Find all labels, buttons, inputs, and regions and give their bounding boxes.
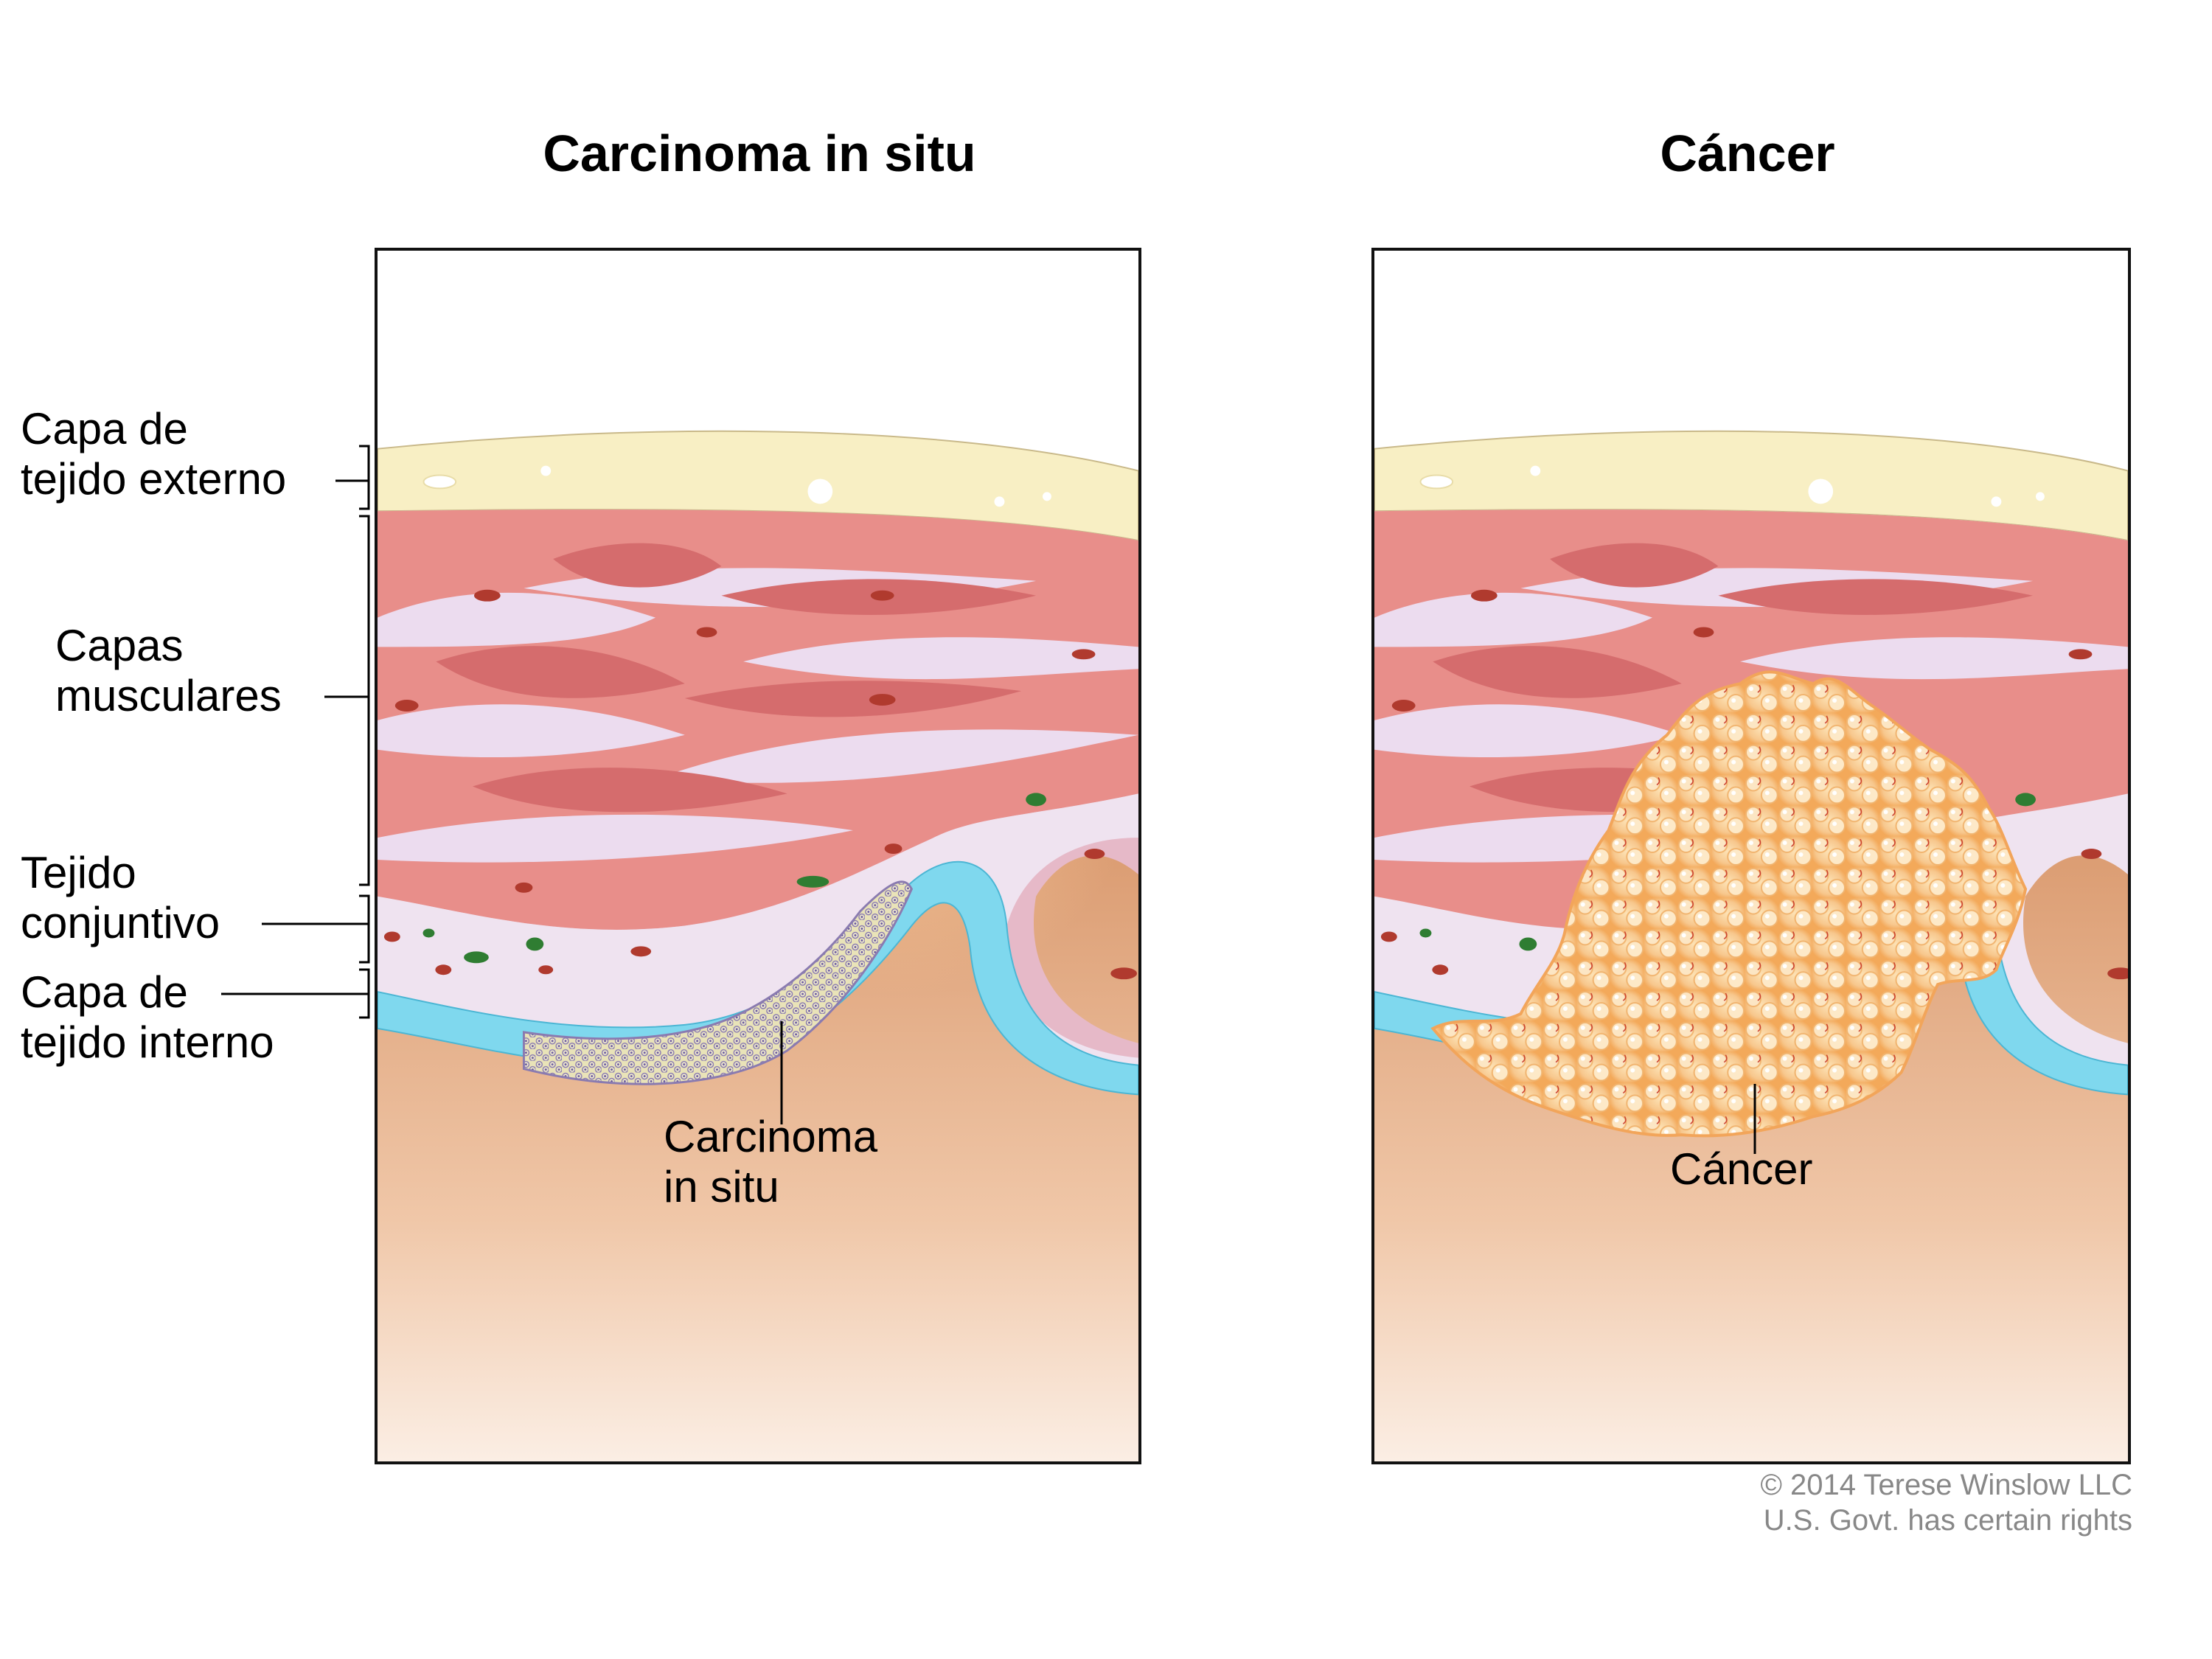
- callout-cancer: Cáncer: [1670, 1144, 1813, 1194]
- label-muscle-line2: musculares: [55, 671, 282, 720]
- blood-cells: [383, 589, 1138, 980]
- bracket-outer-layer: [359, 445, 370, 510]
- label-connective-line1: Tejido: [21, 848, 136, 897]
- connective-tissue: [378, 793, 1138, 1065]
- label-muscle-line1: Capas: [55, 621, 184, 670]
- label-connective-tissue: Tejido conjuntivo: [21, 848, 220, 948]
- credit-line1: © 2014 Terese Winslow LLC: [1760, 1469, 2132, 1501]
- label-inner-line2: tejido interno: [21, 1018, 274, 1067]
- callout-carcinoma-line1: Carcinoma: [664, 1112, 878, 1161]
- label-outer-layer-line1: Capa de: [21, 404, 188, 453]
- title-cancer: Cáncer: [1660, 125, 1835, 182]
- outer-tissue-layer: [378, 430, 1138, 542]
- outer-tissue-layer-right: [1374, 430, 2128, 542]
- label-inner-layer: Capa de tejido interno: [21, 967, 274, 1068]
- title-carcinoma-in-situ: Carcinoma in situ: [543, 125, 976, 182]
- bracket-connective-tissue: [359, 894, 370, 964]
- bracket-inner-layer: [359, 968, 370, 1019]
- green-cells: [422, 793, 1046, 964]
- tissue-illustration-right: [1374, 251, 2128, 1461]
- label-muscle-layers: Capas musculares: [55, 621, 282, 721]
- label-outer-layer: Capa de tejido externo: [21, 404, 286, 504]
- label-inner-line1: Capa de: [21, 967, 188, 1017]
- panel-carcinoma-in-situ: [375, 248, 1141, 1464]
- carcinoma-in-situ-cells: [522, 880, 914, 1085]
- blood-cells-right: [1380, 589, 2128, 980]
- tissue-illustration-left: [378, 251, 1138, 1461]
- credit-line2: U.S. Govt. has certain rights: [1763, 1504, 2132, 1537]
- green-cells-right: [1419, 793, 2036, 951]
- callout-carcinoma-line2: in situ: [664, 1162, 779, 1211]
- bracket-muscle-layers: [359, 515, 370, 886]
- panel-cancer: [1371, 248, 2131, 1464]
- copyright-credit: © 2014 Terese Winslow LLC U.S. Govt. has…: [1760, 1467, 2132, 1538]
- callout-carcinoma-in-situ: Carcinoma in situ: [664, 1112, 877, 1212]
- label-outer-layer-line2: tejido externo: [21, 454, 287, 504]
- label-connective-line2: conjuntivo: [21, 898, 220, 947]
- cancer-tumor: [1430, 670, 2028, 1138]
